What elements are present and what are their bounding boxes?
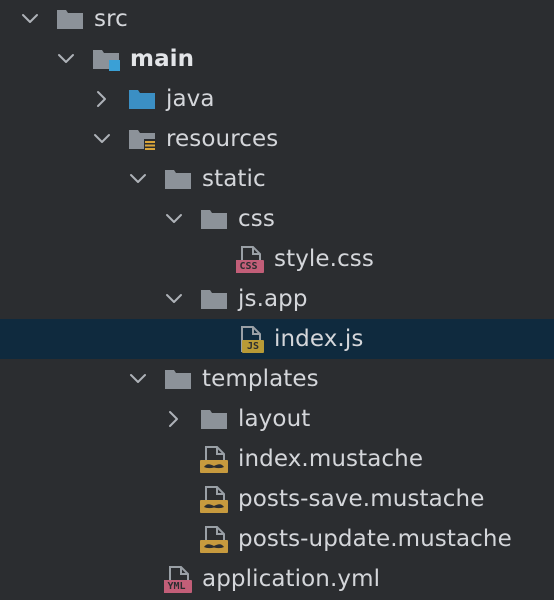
folder-icon: [164, 365, 192, 393]
tree-item[interactable]: main: [0, 39, 554, 79]
tree-item[interactable]: resources: [0, 119, 554, 159]
tree-item[interactable]: static: [0, 159, 554, 199]
chevron-down-icon[interactable]: [164, 209, 184, 229]
chevron-right-icon[interactable]: [92, 89, 112, 109]
mustache-file-icon: [200, 485, 228, 513]
tree-item[interactable]: posts-save.mustache: [0, 479, 554, 519]
css-file-icon: CSS: [236, 245, 264, 273]
js-file-icon: JS: [236, 325, 264, 353]
yml-file-icon: YML: [164, 565, 192, 593]
source-root-folder-icon: [92, 45, 120, 73]
tree-item-label: layout: [238, 406, 311, 432]
mustache-file-icon: [200, 445, 228, 473]
tree-item-label: application.yml: [202, 566, 381, 592]
tree-item-label: index.js: [274, 326, 364, 352]
folder-icon: [200, 285, 228, 313]
file-type-badge: YML: [167, 581, 186, 592]
tree-item-label: java: [166, 86, 215, 112]
chevron-down-icon[interactable]: [128, 369, 148, 389]
tree-item-label: posts-save.mustache: [238, 486, 485, 512]
folder-icon: [56, 5, 84, 33]
chevron-down-icon[interactable]: [164, 289, 184, 309]
tree-item[interactable]: layout: [0, 399, 554, 439]
chevron-right-icon[interactable]: [164, 409, 184, 429]
tree-item-label: main: [130, 46, 195, 72]
tree-item-label: src: [94, 6, 128, 32]
chevron-down-icon[interactable]: [20, 9, 40, 29]
tree-item-label: css: [238, 206, 275, 232]
tree-item[interactable]: index.mustache: [0, 439, 554, 479]
tree-item-label: static: [202, 166, 266, 192]
chevron-down-icon[interactable]: [92, 129, 112, 149]
tree-item-label: posts-update.mustache: [238, 526, 512, 552]
tree-item[interactable]: templates: [0, 359, 554, 399]
tree-item[interactable]: JS index.js: [0, 319, 554, 359]
file-type-badge: JS: [246, 341, 260, 352]
chevron-down-icon[interactable]: [56, 49, 76, 69]
tree-item-label: templates: [202, 366, 319, 392]
tree-item[interactable]: CSS style.css: [0, 239, 554, 279]
chevron-down-icon[interactable]: [128, 169, 148, 189]
tree-item[interactable]: posts-update.mustache: [0, 519, 554, 559]
tree-item[interactable]: java: [0, 79, 554, 119]
tree-item-label: resources: [166, 126, 279, 152]
blue-folder-icon: [128, 85, 156, 113]
tree-item[interactable]: src: [0, 0, 554, 39]
tree-item[interactable]: js.app: [0, 279, 554, 319]
mustache-file-icon: [200, 525, 228, 553]
folder-icon: [200, 205, 228, 233]
folder-icon: [164, 165, 192, 193]
tree-item-label: js.app: [238, 286, 308, 312]
tree-item[interactable]: YML application.yml: [0, 559, 554, 599]
resources-folder-icon: [128, 125, 156, 153]
folder-icon: [200, 405, 228, 433]
tree-item-label: style.css: [274, 246, 374, 272]
tree-item-label: index.mustache: [238, 446, 424, 472]
tree-item[interactable]: css: [0, 199, 554, 239]
file-type-badge: CSS: [239, 261, 258, 272]
